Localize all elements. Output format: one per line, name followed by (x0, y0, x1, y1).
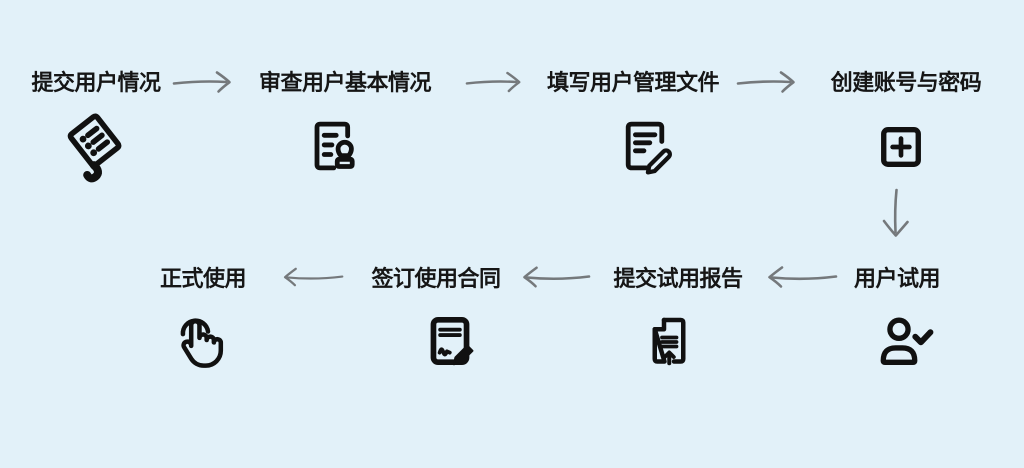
document-sign-icon (419, 310, 481, 372)
user-check-icon (871, 309, 935, 373)
document-edit-icon (613, 114, 677, 178)
arrow-down-icon (879, 188, 913, 246)
document-upload-icon (639, 311, 699, 371)
step-label-official-use: 正式使用 (159, 266, 247, 291)
step-label-user-trial: 用户试用 (853, 266, 941, 291)
step-label-review-user-info: 审查用户基本情况 (258, 70, 432, 95)
arrow-right-icon (736, 69, 806, 95)
document-stamp-icon (301, 114, 365, 178)
arrow-right-icon (465, 69, 531, 95)
arrow-right-icon (172, 69, 242, 95)
step-label-submit-trial-report: 提交试用报告 (613, 266, 743, 291)
receipt-icon (60, 110, 134, 184)
arrow-left-icon (521, 264, 591, 290)
step-label-sign-usage-contract: 签订使用合同 (371, 266, 501, 291)
arrow-left-icon (766, 264, 838, 290)
arrow-left-icon (282, 264, 344, 290)
step-label-create-account-password: 创建账号与密码 (830, 70, 982, 95)
add-square-icon (873, 119, 929, 175)
step-label-fill-management-files: 填写用户管理文件 (546, 70, 720, 95)
tap-icon (168, 308, 232, 372)
step-label-submit-user-info: 提交用户情况 (31, 70, 161, 95)
